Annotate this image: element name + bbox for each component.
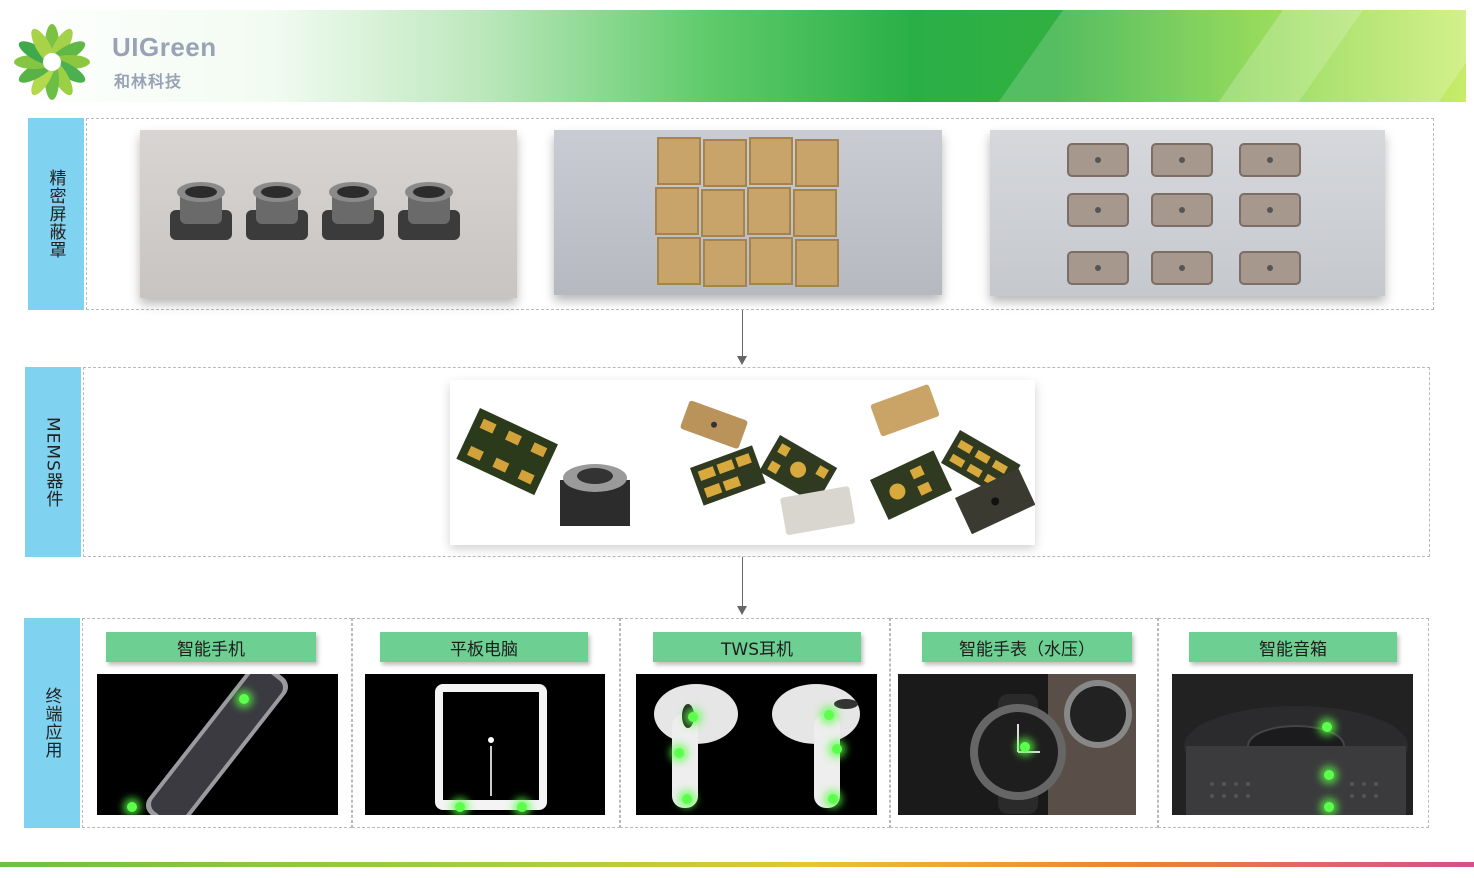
mems-devices-photo	[450, 380, 1035, 545]
arrow-down-icon	[737, 356, 747, 365]
row-label-precision-shield: 精密屏蔽罩	[28, 118, 84, 310]
row-label-end-application: 终端应用	[24, 618, 80, 828]
smartwatch-image	[898, 674, 1136, 815]
smart-speaker-image	[1172, 674, 1413, 815]
highlight-dot	[239, 694, 249, 704]
row-label-text: 精密屏蔽罩	[45, 169, 66, 259]
flower-logo-icon	[14, 24, 90, 100]
app-column-tws-earbuds	[620, 618, 890, 828]
highlight-dot	[1322, 722, 1332, 732]
highlight-dot	[688, 712, 698, 722]
header-banner: UIGreen 和林科技	[8, 10, 1466, 102]
app-column-smart-speaker	[1158, 618, 1429, 828]
brand-name-en: UIGreen	[112, 32, 217, 62]
highlight-dot	[682, 794, 692, 804]
footer-divider	[0, 862, 1474, 867]
shield-cans-photo-1	[140, 130, 517, 298]
arrow-down-icon	[742, 557, 743, 607]
highlight-dot	[517, 802, 527, 812]
highlight-dot	[1324, 802, 1334, 812]
highlight-dot	[674, 748, 684, 758]
app-column-smartphone	[82, 618, 352, 828]
arrow-down-icon	[737, 606, 747, 615]
row-mems-device	[83, 367, 1430, 557]
tws-earbuds-image	[636, 674, 877, 815]
highlight-dot	[455, 802, 465, 812]
shield-cans-photo-3	[990, 130, 1385, 296]
smartphone-image	[97, 674, 338, 815]
app-tag-tablet: 平板电脑	[380, 632, 588, 662]
highlight-dot	[828, 794, 838, 804]
highlight-dot	[127, 802, 137, 812]
app-column-tablet	[352, 618, 620, 828]
highlight-dot	[1020, 742, 1030, 752]
row-label-text: 终端应用	[41, 687, 62, 759]
app-tag-smartphone: 智能手机	[106, 632, 316, 662]
row-label-mems-device: MEMS器件	[25, 367, 81, 557]
highlight-dot	[1324, 770, 1334, 780]
highlight-dot	[832, 744, 842, 754]
highlight-dot	[824, 710, 834, 720]
tablet-image	[365, 674, 605, 815]
shield-cans-photo-2	[554, 130, 942, 295]
row-precision-shield	[86, 118, 1434, 310]
row-label-text: MEMS器件	[42, 416, 63, 508]
app-column-smartwatch	[890, 618, 1158, 828]
app-tag-smartwatch: 智能手表（水压）	[922, 632, 1132, 662]
brand-name-cn: 和林科技	[114, 72, 183, 91]
app-tag-smart-speaker: 智能音箱	[1189, 632, 1397, 662]
arrow-down-icon	[742, 310, 743, 356]
app-tag-tws-earbuds: TWS耳机	[653, 632, 861, 662]
